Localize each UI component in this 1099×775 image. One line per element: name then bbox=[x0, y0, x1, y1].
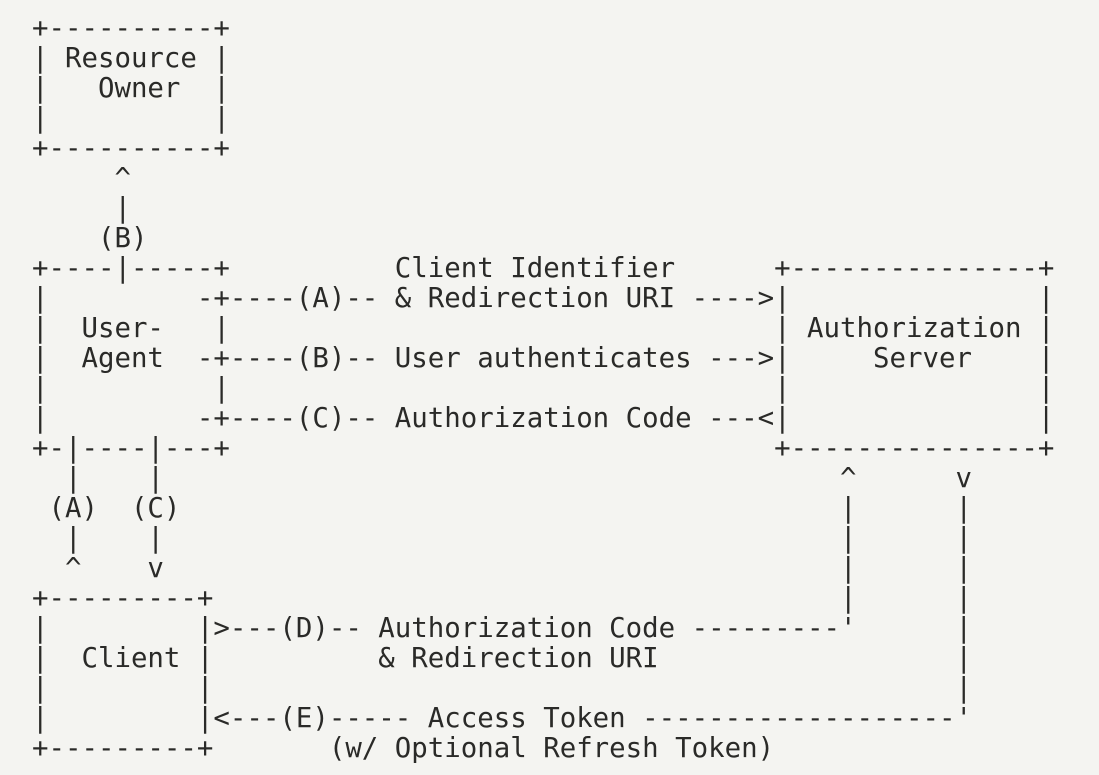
diagram-page: +----------+ | Resource | | Owner | | | … bbox=[32, 13, 1055, 764]
oauth-authorization-code-flow-ascii-diagram: +----------+ | Resource | | Owner | | | … bbox=[32, 13, 1055, 764]
